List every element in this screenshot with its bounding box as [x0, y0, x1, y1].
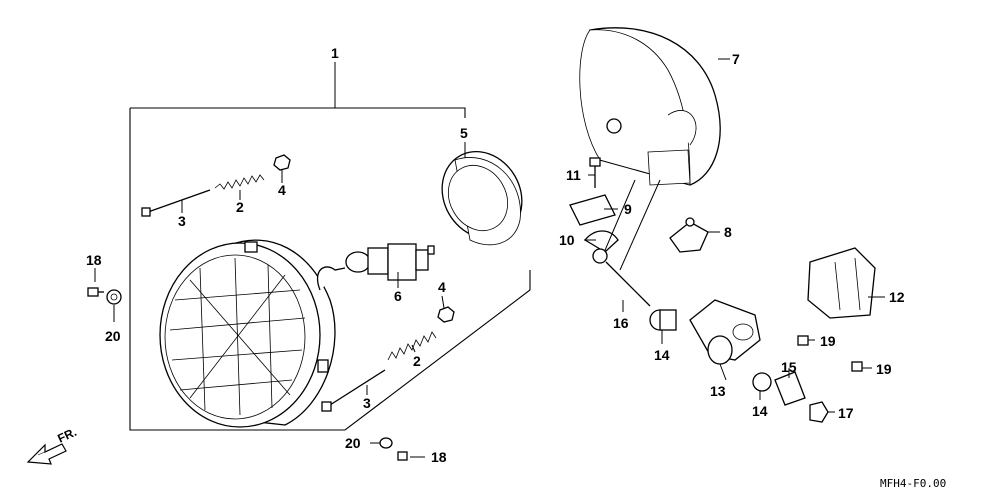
bracket-13	[689, 299, 761, 365]
callout-labels: 1 2 3 4 5 6 4 2 3 7 9 8 11 10 12 19 19 1…	[86, 45, 905, 465]
assembly-guide-lines	[599, 179, 661, 271]
bolt-19-left	[797, 335, 809, 346]
callout-11: 11	[566, 167, 581, 183]
callout-2-upper: 2	[236, 199, 244, 215]
collar-14-upper	[649, 309, 677, 331]
headlight-rim	[579, 27, 721, 186]
callout-leaders	[94, 58, 885, 458]
assembly-1-frame	[129, 62, 531, 431]
callout-2-lower: 2	[413, 353, 421, 369]
clamp-8	[669, 217, 709, 253]
spring-upper	[214, 174, 265, 190]
callout-20-bottom: 20	[345, 435, 361, 451]
adjust-screw-upper	[141, 189, 211, 217]
collar-14-lower	[752, 372, 772, 392]
headlight-case	[441, 150, 523, 246]
callout-19-left: 19	[820, 333, 836, 349]
callout-14-lower: 14	[752, 403, 768, 419]
callout-20-left: 20	[105, 328, 121, 344]
bolt-19-right	[851, 361, 863, 372]
callout-19-right: 19	[876, 361, 892, 377]
front-direction-label: FR.	[55, 425, 78, 446]
headlight-unit	[159, 239, 336, 428]
bracket-12	[807, 247, 876, 319]
callout-12: 12	[889, 289, 905, 305]
bracket-9	[569, 194, 616, 226]
headlight-bulb	[316, 243, 435, 291]
callout-17: 17	[838, 405, 854, 421]
bolt-16	[592, 248, 651, 307]
callout-8: 8	[724, 224, 732, 240]
callout-9: 9	[624, 201, 632, 217]
clip-10	[584, 230, 619, 253]
nut-upper	[273, 154, 291, 171]
nut-17	[809, 401, 829, 423]
screw-18-left	[87, 287, 104, 297]
front-direction-arrow: FR.	[26, 425, 79, 465]
screw-18-bottom	[397, 451, 408, 461]
callout-4-lower: 4	[438, 279, 446, 295]
callout-18-bottom: 18	[431, 449, 447, 465]
callout-5: 5	[460, 125, 468, 141]
callout-13: 13	[710, 383, 726, 399]
callout-1: 1	[331, 45, 339, 61]
callout-15: 15	[781, 359, 797, 375]
callout-3-lower: 3	[363, 395, 371, 411]
callout-16: 16	[613, 315, 629, 331]
adjust-screw-lower	[321, 369, 386, 412]
callout-10: 10	[559, 232, 575, 248]
washer-20-bottom	[379, 437, 393, 449]
pin-15	[774, 371, 806, 406]
callout-4-upper: 4	[278, 182, 286, 198]
lens-pattern	[169, 257, 306, 416]
bolt-11	[589, 157, 601, 188]
washer-20-left	[106, 289, 122, 305]
diagram-code: MFH4-F0.00	[880, 477, 946, 490]
callout-18-left: 18	[86, 252, 102, 268]
nut-lower	[437, 306, 455, 323]
callout-6: 6	[394, 288, 402, 304]
callout-14-upper: 14	[654, 347, 670, 363]
callout-3-upper: 3	[178, 213, 186, 229]
callout-7: 7	[732, 51, 740, 67]
spring-lower	[387, 331, 437, 361]
